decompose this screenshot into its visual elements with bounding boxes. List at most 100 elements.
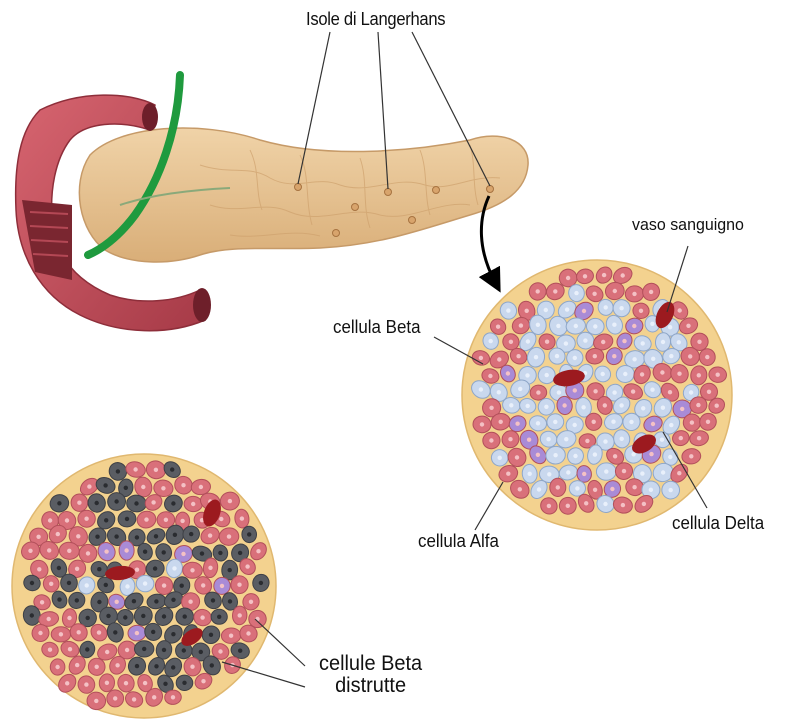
cell-nucleus [565,307,569,311]
cell-nucleus [256,549,260,553]
cell-nucleus [669,488,673,492]
cell-nucleus [219,517,223,521]
cell-nucleus [153,566,157,570]
cell-nucleus [534,355,538,359]
cell-nucleus [480,422,484,426]
cell-nucleus [566,276,570,280]
blood-vessel-label: vaso sanguigno [632,216,744,233]
cell-nucleus [622,469,626,473]
cell-nucleus [537,487,541,491]
cell-nucleus [218,551,222,555]
cell-nucleus [602,273,606,277]
cell-nucleus [651,357,655,361]
cell-nucleus [641,341,645,345]
cell-nucleus [171,665,175,669]
cell-nucleus [67,581,71,585]
cell-nucleus [592,292,596,296]
cell-nucleus [228,568,232,572]
cell-nucleus [113,630,117,634]
cell-nucleus [246,631,250,635]
cell-nucleus [94,699,98,703]
cell-nucleus [132,697,136,701]
cell-nucleus [200,615,204,619]
cell-nucleus [143,581,147,585]
cell-nucleus [536,453,540,457]
cell-nucleus [677,340,681,344]
cell-nucleus [55,665,59,669]
cell-nucleus [660,438,664,442]
islets-label: Isole di Langerhans [306,10,445,28]
cell-nucleus [259,581,263,585]
cell-nucleus [132,599,136,603]
cell-nucleus [237,583,241,587]
cell-nucleus [208,566,212,570]
cell-nucleus [67,549,71,553]
cell-nucleus [115,663,119,667]
cell-nucleus [37,567,41,571]
cell-nucleus [631,452,635,456]
cell-nucleus [498,456,502,460]
cell-nucleus [124,486,128,490]
cell-nucleus [583,338,587,342]
cell-nucleus [30,581,34,585]
cell-nucleus [536,289,540,293]
cell-nucleus [556,485,560,489]
cell-nucleus [171,695,175,699]
cell-nucleus [135,535,139,539]
cell-nucleus [632,324,636,328]
cell-nucleus [208,533,212,537]
cell-nucleus [217,615,221,619]
cell-nucleus [690,420,694,424]
cell-nucleus [593,354,597,358]
cell-nucleus [621,273,625,277]
cell-nucleus [661,406,665,410]
cell-nucleus [604,469,608,473]
cell-nucleus [172,566,176,570]
cell-nucleus [40,600,44,604]
cell-nucleus [509,403,513,407]
cell-nucleus [573,454,577,458]
cell-nucleus [67,616,71,620]
cell-nucleus [611,420,615,424]
cell-nucleus [249,600,253,604]
cell-nucleus [622,339,626,343]
cell-nucleus [680,407,684,411]
cell-nucleus [697,373,701,377]
cell-nucleus [661,470,665,474]
cell-nucleus [610,487,614,491]
cell-nucleus [706,420,710,424]
cell-nucleus [668,455,672,459]
cell-nucleus [141,614,145,618]
cell-nucleus [75,598,79,602]
cell-nucleus [36,535,40,539]
cell-nucleus [238,649,242,653]
cell-nucleus [76,534,80,538]
cell-nucleus [679,436,683,440]
cell-nucleus [528,472,532,476]
cell-nucleus [496,325,500,329]
cell-nucleus [582,472,586,476]
cell-nucleus [660,370,664,374]
cell-nucleus [593,389,597,393]
cell-nucleus [135,664,139,668]
cell-nucleus [544,405,548,409]
cell-nucleus [86,616,90,620]
cell-nucleus [603,439,607,443]
cell-nucleus [56,532,60,536]
cell-nucleus [154,599,158,603]
cell-nucleus [604,305,608,309]
cell-nucleus [612,390,616,394]
cell-nucleus [124,681,128,685]
cell-nucleus [574,324,578,328]
cell-nucleus [593,452,597,456]
cell-nucleus [163,682,167,686]
cell-nucleus [104,583,108,587]
cell-nucleus [516,354,520,358]
cell-nucleus [583,274,587,278]
cell-nucleus [678,308,682,312]
cell-nucleus [104,549,108,553]
cell-nucleus [171,501,175,505]
cell-nucleus [152,695,156,699]
cell-nucleus [631,389,635,393]
